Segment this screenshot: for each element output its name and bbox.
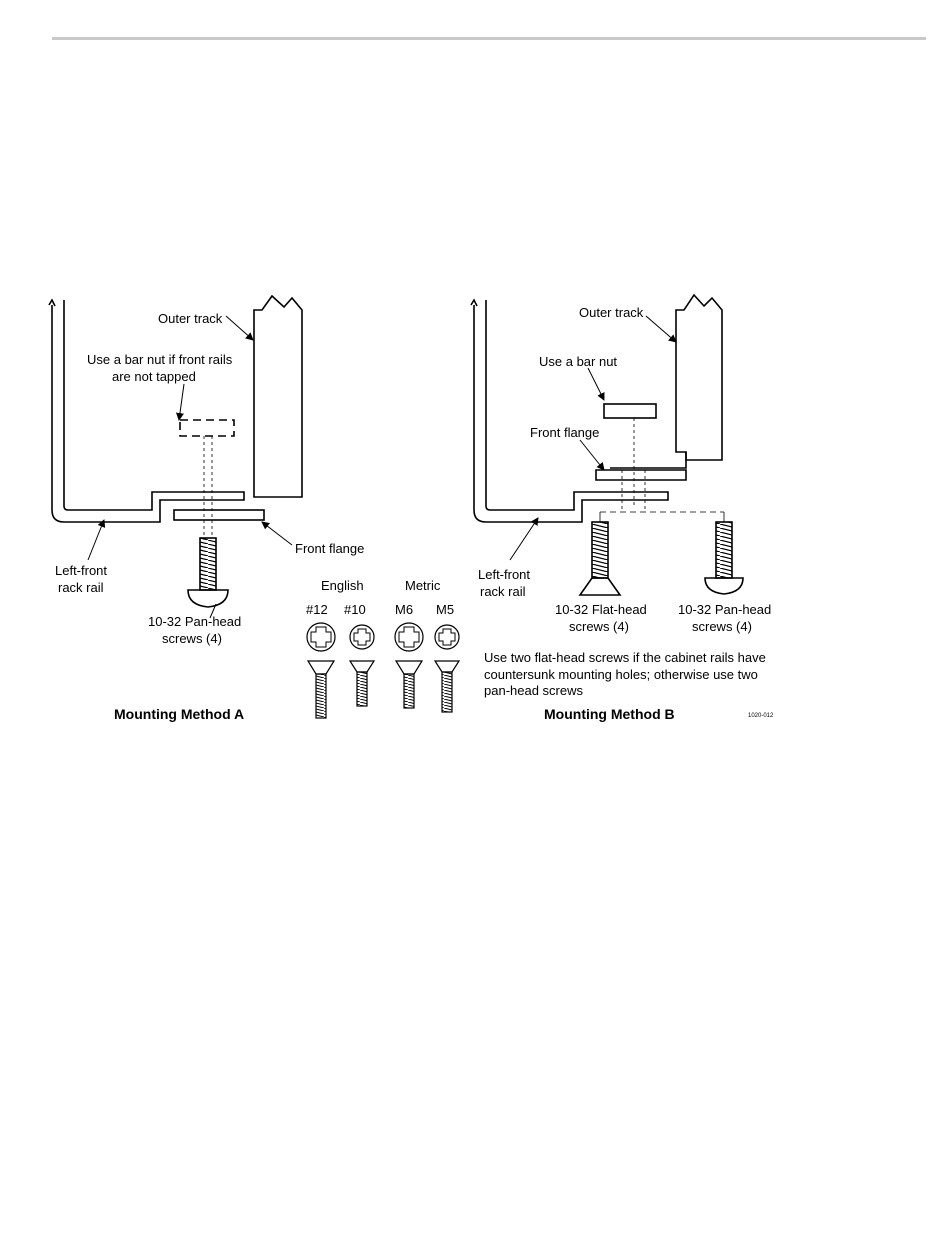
size-label-m6: M6 bbox=[395, 602, 413, 617]
size-label-10: #10 bbox=[344, 602, 366, 617]
label-front-flange-b: Front flange bbox=[530, 425, 599, 440]
label-metric: Metric bbox=[405, 578, 441, 593]
bar-nut-a bbox=[179, 419, 235, 437]
bar-nut-b bbox=[603, 403, 657, 419]
label-bar-nut-b: Use a bar nut bbox=[539, 354, 617, 369]
title-method-b: Mounting Method B bbox=[544, 706, 675, 722]
pan-screw-a-shank bbox=[199, 537, 217, 591]
label-outer-track-b: Outer track bbox=[579, 305, 644, 320]
screw-10-icon bbox=[348, 624, 376, 707]
label-front-flange-a: Front flange bbox=[295, 541, 364, 556]
method-b-diagram bbox=[470, 293, 744, 596]
label-left-front-a-2: rack rail bbox=[58, 580, 104, 595]
label-left-front-b-2: rack rail bbox=[480, 584, 526, 599]
front-flange-b bbox=[595, 469, 687, 481]
label-pan-screw-b-2: screws (4) bbox=[692, 619, 752, 634]
method-a-diagram bbox=[48, 294, 303, 619]
outer-track-b bbox=[675, 293, 723, 461]
note-b-2: countersunk mounting holes; otherwise us… bbox=[484, 667, 758, 682]
label-left-front-b-1: Left-front bbox=[478, 567, 530, 582]
header-rule bbox=[52, 37, 926, 40]
label-flat-screw-b-2: screws (4) bbox=[569, 619, 629, 634]
screw-m5-icon bbox=[433, 624, 461, 713]
pan-screw-b-head bbox=[704, 577, 744, 595]
label-pan-screw-b-1: 10-32 Pan-head bbox=[678, 602, 771, 617]
flat-screw-b-shank bbox=[591, 521, 609, 579]
rack-rail-b bbox=[473, 300, 669, 523]
label-pan-screw-a-1: 10-32 Pan-head bbox=[148, 614, 241, 629]
figure-code: 1020-012 bbox=[748, 713, 774, 719]
outer-track-a bbox=[253, 294, 303, 498]
note-b-3: pan-head screws bbox=[484, 683, 583, 698]
size-label-m5: M5 bbox=[436, 602, 454, 617]
screw-12-icon bbox=[306, 622, 336, 719]
label-pan-screw-a-2: screws (4) bbox=[162, 631, 222, 646]
flat-screw-b-head bbox=[578, 577, 622, 596]
screw-m6-icon bbox=[394, 622, 424, 709]
pan-screw-a-head bbox=[187, 589, 229, 608]
label-english: English bbox=[321, 578, 364, 593]
label-flat-screw-b-1: 10-32 Flat-head bbox=[555, 602, 647, 617]
label-left-front-a-1: Left-front bbox=[55, 563, 107, 578]
note-b-1: Use two flat-head screws if the cabinet … bbox=[484, 650, 766, 665]
size-label-12: #12 bbox=[306, 602, 328, 617]
label-bar-nut-note-a-2: are not tapped bbox=[112, 369, 196, 384]
title-method-a: Mounting Method A bbox=[114, 706, 244, 722]
label-outer-track-a: Outer track bbox=[158, 311, 223, 326]
label-bar-nut-note-a-1: Use a bar nut if front rails bbox=[87, 352, 233, 367]
pan-screw-b-shank bbox=[715, 521, 733, 579]
screw-key-graphics bbox=[306, 622, 461, 719]
rack-rail-a bbox=[51, 300, 245, 523]
front-flange-a bbox=[173, 509, 265, 521]
